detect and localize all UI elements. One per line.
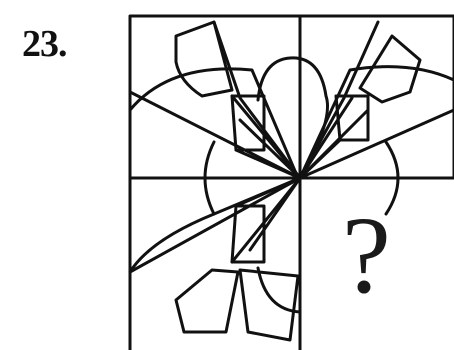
missing-piece-question-mark: ? (342, 200, 391, 310)
petal-top-right-2 (300, 22, 378, 178)
lower-inner-rect (232, 206, 264, 262)
petal-top-left-1 (176, 22, 232, 96)
diagonal-upper-left (130, 92, 300, 178)
petal-bottom-left-1 (176, 270, 238, 332)
petal-bottom-left-2 (240, 270, 298, 340)
fan-line-1 (232, 96, 300, 178)
big-half-circle-left (130, 69, 298, 178)
diagonal-lower-left (130, 178, 300, 272)
